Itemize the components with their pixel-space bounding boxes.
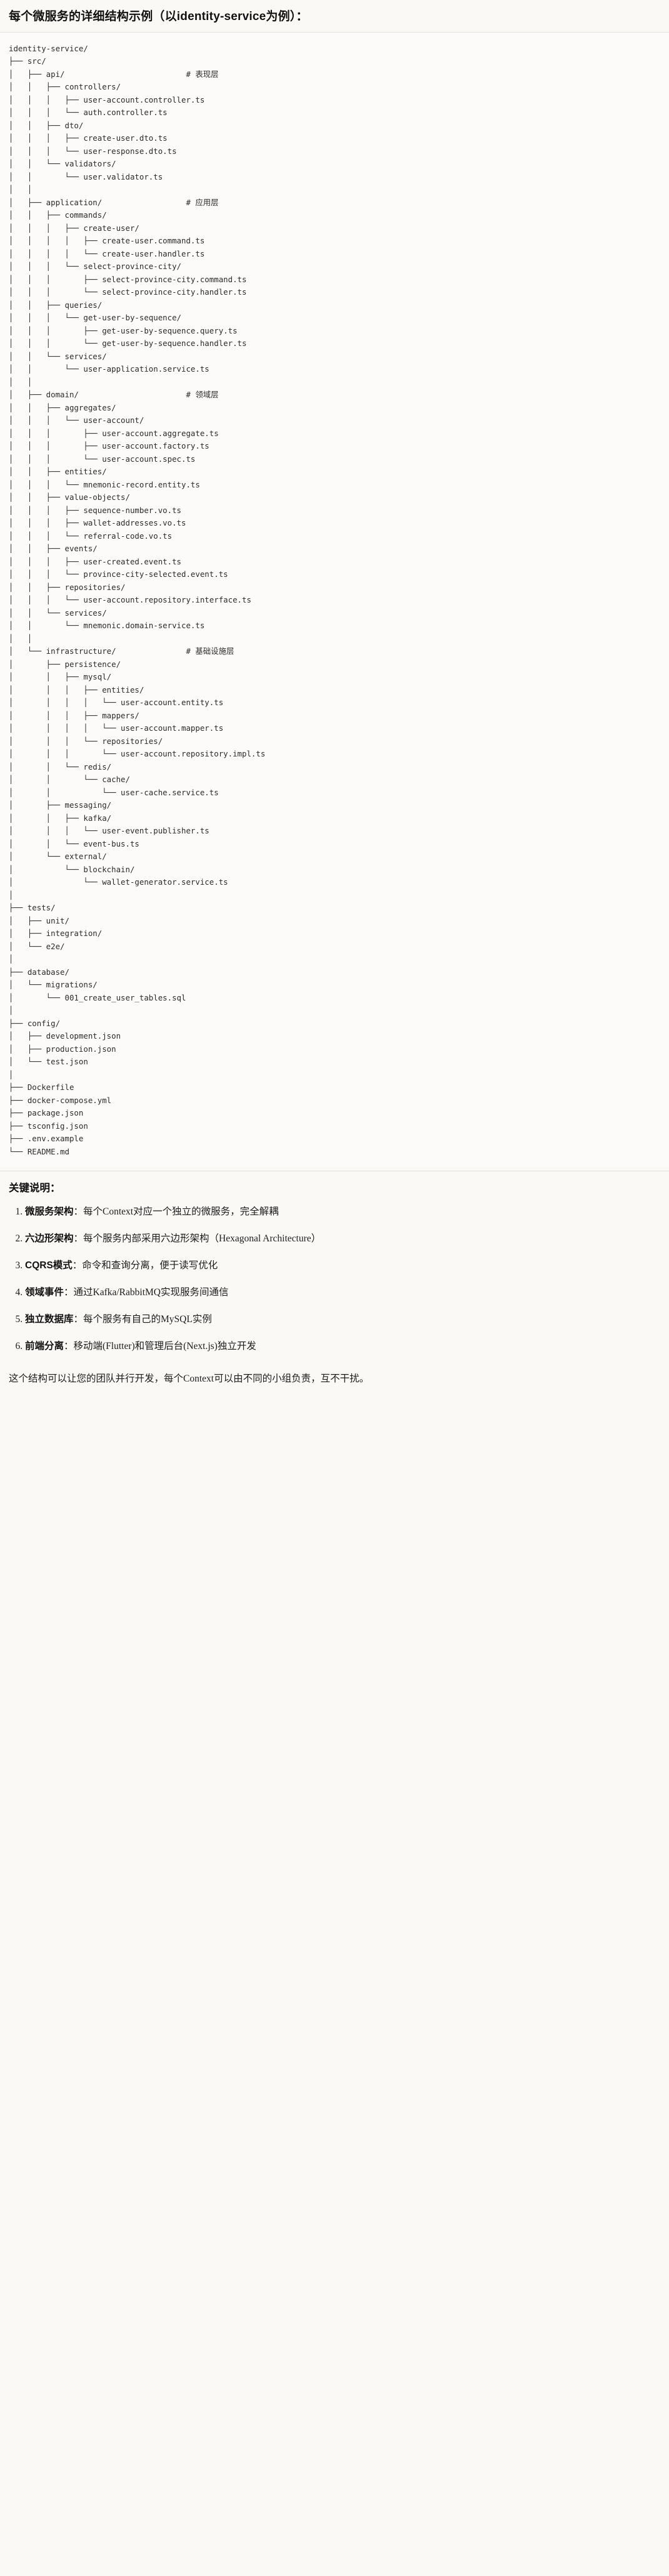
key-point-desc: ：每个服务内部采用六边形架构（Hexagonal Architecture） — [73, 1233, 321, 1245]
key-point-desc: ：每个服务有自己的MySQL实例 — [73, 1314, 212, 1325]
list-item: 领域事件：通过Kafka/RabbitMQ实现服务间通信 — [25, 1285, 660, 1300]
key-point-term: 领域事件 — [25, 1287, 64, 1298]
list-item: 独立数据库：每个服务有自己的MySQL实例 — [25, 1312, 660, 1327]
key-point-term: CQRS模式 — [25, 1260, 73, 1271]
document-page: 每个微服务的详细结构示例（以identity-service为例）： ident… — [0, 0, 669, 1398]
key-point-term: 微服务架构 — [25, 1206, 74, 1218]
list-item: 六边形架构：每个服务内部采用六边形架构（Hexagonal Architectu… — [25, 1231, 660, 1246]
directory-tree-block: identity-service/ ├── src/ │ ├── api/ # … — [0, 32, 669, 1168]
key-points-section: 关键说明： 微服务架构：每个Context对应一个独立的微服务，完全解耦 六边形… — [0, 1171, 669, 1360]
list-item: 前端分离：移动端(Flutter)和管理后台(Next.js)独立开发 — [25, 1339, 660, 1354]
directory-tree: identity-service/ ├── src/ │ ├── api/ # … — [9, 43, 266, 1156]
page-title: 每个微服务的详细结构示例（以identity-service为例）： — [9, 10, 308, 23]
key-point-term: 前端分离 — [25, 1341, 64, 1352]
key-point-desc: ：命令和查询分离，便于读写优化 — [72, 1260, 218, 1271]
closing-paragraph: 这个结构可以让您的团队并行开发，每个Context可以由不同的小组负责，互不干扰… — [9, 1373, 370, 1385]
list-item: CQRS模式：命令和查询分离，便于读写优化 — [25, 1258, 660, 1273]
key-points-title: 关键说明： — [9, 1183, 61, 1194]
key-points-list: 微服务架构：每个Context对应一个独立的微服务，完全解耦 六边形架构：每个服… — [9, 1204, 660, 1354]
list-item: 微服务架构：每个Context对应一个独立的微服务，完全解耦 — [25, 1204, 660, 1219]
title-divider — [0, 31, 669, 33]
key-point-term: 六边形架构 — [25, 1233, 74, 1245]
key-point-term: 独立数据库 — [25, 1314, 74, 1325]
key-point-desc: ：每个Context对应一个独立的微服务，完全解耦 — [73, 1206, 279, 1218]
key-point-desc: ：通过Kafka/RabbitMQ实现服务间通信 — [64, 1287, 229, 1298]
key-point-desc: ：移动端(Flutter)和管理后台(Next.js)独立开发 — [64, 1341, 256, 1352]
